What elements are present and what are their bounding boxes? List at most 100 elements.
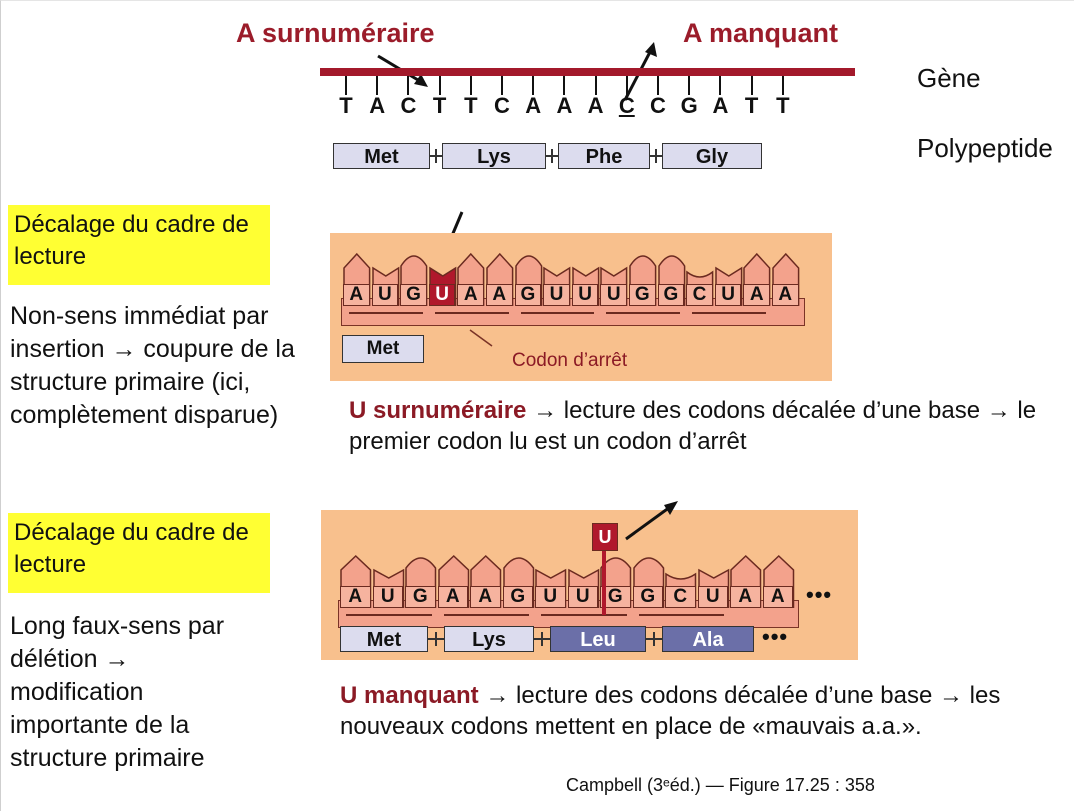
aa-met-1: Met xyxy=(342,335,424,363)
missing-a-arrow-head xyxy=(645,42,657,57)
mrna-base: A xyxy=(437,586,468,608)
dna-base: T xyxy=(776,93,790,118)
gene-label: Gène xyxy=(917,63,981,93)
aa-lys: Lys xyxy=(442,143,546,169)
codon-underline xyxy=(520,312,595,314)
peptide-bond-tick xyxy=(653,632,655,646)
dna-base: T xyxy=(464,93,478,118)
codon-underline xyxy=(349,312,423,314)
dna-base: A xyxy=(587,93,604,118)
dna-base: A xyxy=(369,93,386,118)
deletion-caption-text: → lecture des codons décalée d’une base … xyxy=(340,682,1001,740)
insertion-caption-text: → lecture des codons décalée d’une base … xyxy=(349,397,1037,455)
dna-base: G xyxy=(680,93,698,118)
mrna-base: C xyxy=(686,284,713,306)
mrna-base: G xyxy=(400,284,427,306)
mrna-base: A xyxy=(470,586,501,608)
gene-tick xyxy=(469,76,472,95)
polypeptide-ellipsis: ••• xyxy=(762,624,789,649)
gene-tick xyxy=(501,76,503,95)
mrna-base: U xyxy=(371,284,399,306)
gene-tick xyxy=(719,76,722,95)
aa-phe: Phe xyxy=(558,143,650,169)
gene-tick xyxy=(688,76,691,95)
gene-tick xyxy=(594,76,597,95)
insertion-description: Non-sens immédiat par insertion → coupur… xyxy=(10,302,295,429)
dna-base: T xyxy=(744,93,759,118)
extra-a-arrow-head xyxy=(414,74,428,87)
mrna-base: G xyxy=(632,586,663,608)
gene-tick xyxy=(438,76,441,95)
deletion-caption-bold: U manquant xyxy=(340,682,479,709)
mrna-base: U xyxy=(567,586,598,608)
mrna-base: G xyxy=(405,586,436,608)
codon-underline xyxy=(541,614,627,616)
mrna-base: U xyxy=(543,284,570,306)
mrna-base: G xyxy=(629,284,656,306)
codon-underline xyxy=(434,312,509,314)
mrna-base: U xyxy=(571,284,599,306)
mrna-base: A xyxy=(343,284,370,306)
gene-tick xyxy=(625,76,628,95)
mrna-base: G xyxy=(514,284,542,306)
mrna-ellipsis: ••• xyxy=(806,582,833,607)
peptide-bond-tick xyxy=(655,149,657,163)
removed-u-base: U xyxy=(592,523,618,551)
frameshift-tag-2: Décalage du cadre de lecture xyxy=(8,513,270,593)
aa-met: Met xyxy=(333,143,430,169)
gene-tick xyxy=(750,76,753,95)
deletion-caption: U manquant → lecture des codons décalée … xyxy=(340,680,1060,742)
mrna-base: U xyxy=(697,586,728,608)
aa-gly: Gly xyxy=(662,143,762,169)
polypeptide-label: Polypeptide xyxy=(917,133,1053,163)
gene-tick xyxy=(532,76,535,95)
peptide-bond-tick xyxy=(435,149,437,163)
dna-base: C xyxy=(400,93,417,118)
gene-tick xyxy=(345,76,347,95)
codon-underline xyxy=(346,614,432,616)
extra-a-label: A surnuméraire xyxy=(236,18,435,48)
aa-ala: Ala xyxy=(662,626,754,652)
gene-tick xyxy=(657,76,659,95)
codon-underline xyxy=(638,614,724,616)
dna-base: A xyxy=(525,93,542,118)
gene-tick xyxy=(563,76,566,95)
codon-underline xyxy=(606,312,681,314)
aa-met: Met xyxy=(340,626,428,652)
mrna-base: G xyxy=(502,586,533,608)
missing-a-arrow-shaft xyxy=(623,51,652,101)
aa-lys: Lys xyxy=(444,626,534,652)
mrna-base: U xyxy=(600,284,627,306)
insertion-caption-bold: U surnuméraire xyxy=(349,397,527,424)
codon-underline xyxy=(692,312,766,314)
dna-base: C xyxy=(650,93,666,118)
mrna-base: A xyxy=(762,586,793,608)
mrna-base: A xyxy=(457,284,484,306)
gene-strand xyxy=(320,68,855,76)
dna-base: T xyxy=(339,93,353,118)
mrna-base: G xyxy=(600,586,631,608)
codon-underline xyxy=(443,614,529,616)
mrna-base: U xyxy=(535,586,566,608)
dna-base: C xyxy=(494,93,510,118)
mrna-base: A xyxy=(730,586,761,608)
mrna-base: A xyxy=(743,284,770,306)
gene-tick xyxy=(376,76,379,95)
missing-a-label: A manquant xyxy=(683,18,838,48)
stop-codon-label: Codon d’arrêt xyxy=(512,350,628,371)
peptide-bond-tick xyxy=(435,632,437,646)
frameshift-tag-1: Décalage du cadre de lecture xyxy=(8,205,270,285)
mrna-base: U xyxy=(428,284,456,306)
insertion-caption: U surnuméraire → lecture des codons déca… xyxy=(349,395,1061,457)
peptide-bond-tick xyxy=(541,632,543,646)
peptide-bond-tick xyxy=(551,149,553,163)
dna-base: C xyxy=(618,93,635,118)
dna-base: A xyxy=(556,93,573,118)
aa-leu: Leu xyxy=(550,626,646,652)
mrna-base: U xyxy=(372,586,403,608)
mrna-base: C xyxy=(665,586,696,608)
mrna-base: U xyxy=(714,284,742,306)
mrna-base: A xyxy=(340,586,371,608)
deletion-description: Long faux-sens par délétion → modificati… xyxy=(10,612,225,772)
